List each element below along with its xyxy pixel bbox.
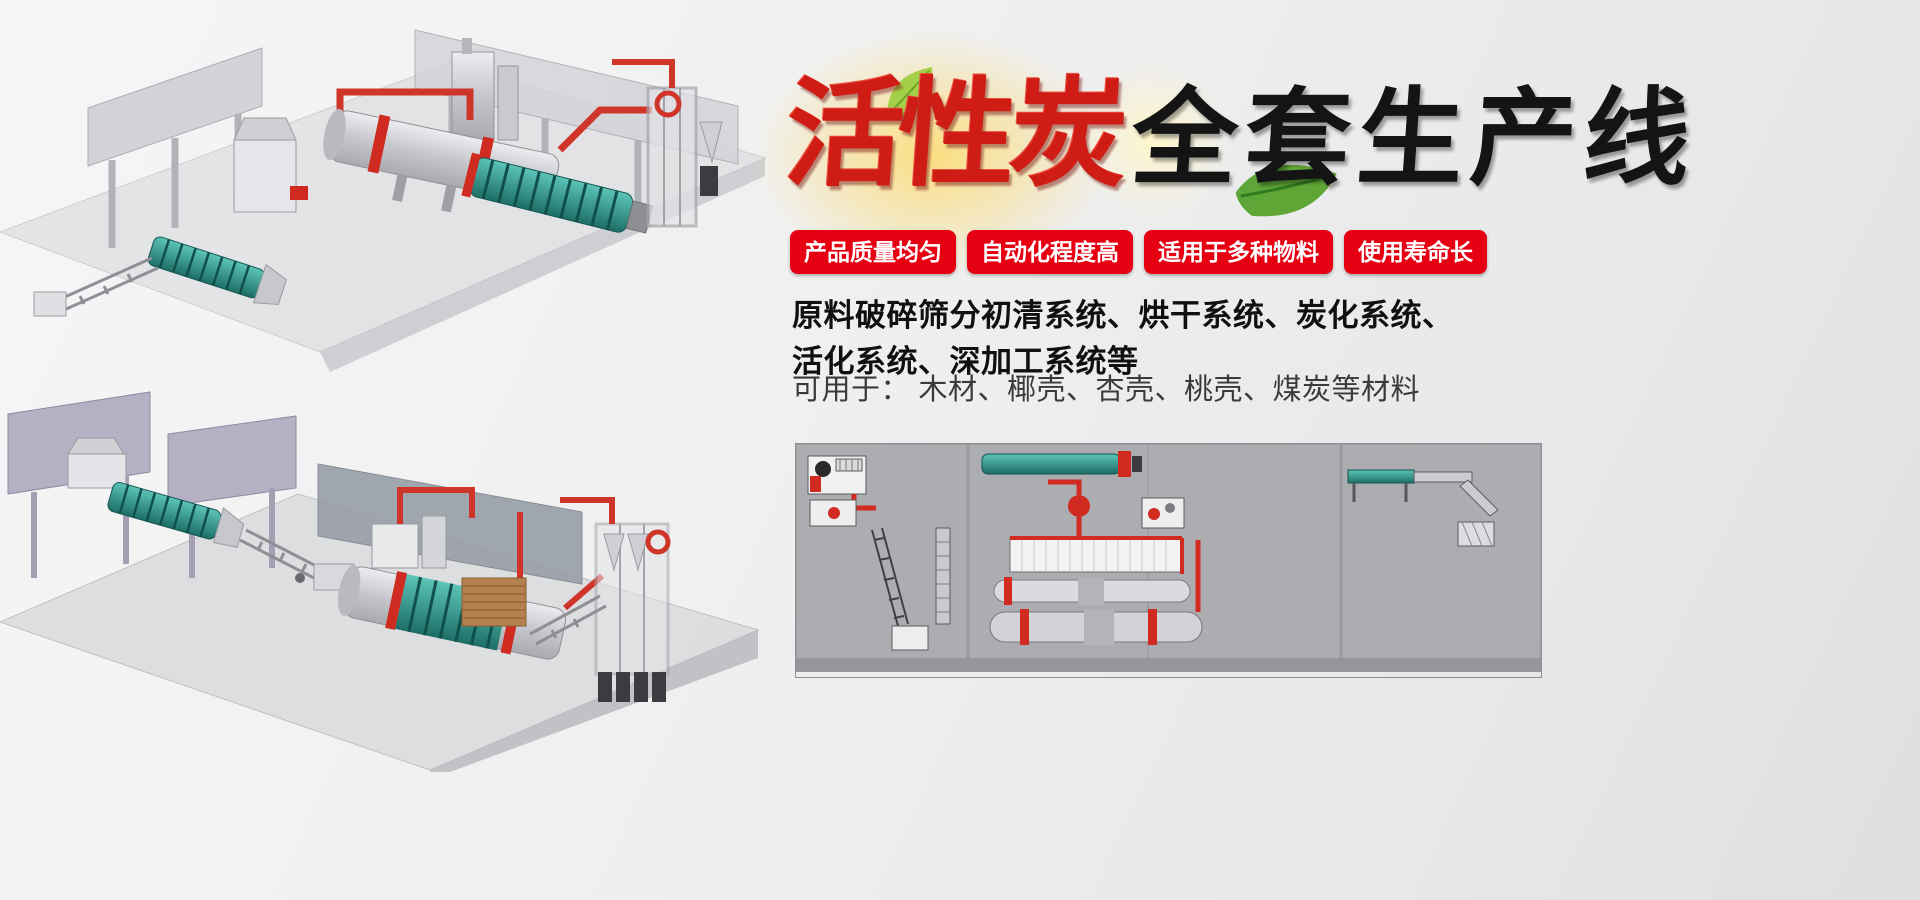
diagram-blower-unit [1048, 479, 1090, 536]
production-line-3d-render-top [0, 29, 767, 372]
description-line-2: 活化系统、深加工系统等 [792, 344, 1139, 379]
feed-hopper [33, 291, 67, 317]
diagram-discharge-box [891, 625, 929, 651]
discharge-conveyor [529, 594, 607, 646]
applicable-materials: 可用于： 木材、椰壳、杏壳、桃壳、煤炭等材料 [792, 374, 1421, 406]
badge-quality: 产品质量均匀 [790, 230, 956, 274]
description-line-1: 原料破碎筛分初清系统、烘干系统、炭化系统、 [792, 298, 1454, 333]
title-red-part: 活性炭 [781, 69, 1127, 201]
system-description: 原料破碎筛分初清系统、烘干系统、炭化系统、 活化系统、深加工系统等 [792, 293, 1454, 385]
production-line-layout-diagram [795, 443, 1542, 673]
diagram-fan-unit [1141, 497, 1185, 529]
dedusting-tower [612, 59, 723, 228]
diagram-packing-section [1347, 469, 1499, 547]
diagram-footer-strip [796, 658, 1541, 672]
production-line-3d-render-bottom [0, 391, 760, 772]
diagram-settling-chamber [1009, 536, 1184, 574]
feature-badges: 产品质量均匀 自动化程度高 适用于多种物料 使用寿命长 [790, 230, 1487, 274]
badge-materials: 适用于多种物料 [1144, 230, 1333, 274]
right-content: 活性炭全套生产线 产品质量均匀 自动化程度高 适用于多种物料 使用寿命长 原料破… [752, 0, 1920, 900]
diagram-bucket-elevator [935, 527, 951, 625]
feed-hopper-crusher [67, 437, 127, 489]
cooling-drum [461, 152, 654, 234]
inclined-conveyor [57, 256, 159, 312]
conveyor-wheel [295, 573, 305, 583]
diagram-feeding-section [807, 455, 876, 527]
platform-front-edge [430, 630, 758, 772]
diagram-rotary-cooler [981, 451, 1142, 477]
white-cabinets [371, 515, 447, 569]
badge-automation: 自动化程度高 [967, 230, 1133, 274]
title-black-part: 全套生产线 [1127, 80, 1701, 198]
page-title: 活性炭全套生产线 [781, 69, 1701, 201]
leaf-icon [1235, 164, 1337, 217]
diagram-carbonization-furnace [993, 577, 1191, 605]
diagram-activation-furnace [989, 609, 1203, 645]
badge-lifespan: 使用寿命长 [1344, 230, 1487, 274]
screening-drum [107, 482, 245, 548]
transfer-conveyor [239, 528, 321, 580]
feeder-cabinet [233, 117, 308, 213]
crusher-drum [147, 236, 287, 305]
wall-panel-2 [167, 415, 297, 578]
wall-panel-center [317, 463, 583, 585]
brick-kiln-wall [461, 577, 527, 627]
diagram-diagonal-conveyor [871, 527, 909, 627]
leaf-icon [887, 67, 933, 119]
layout-diagram-panel [795, 443, 1542, 677]
